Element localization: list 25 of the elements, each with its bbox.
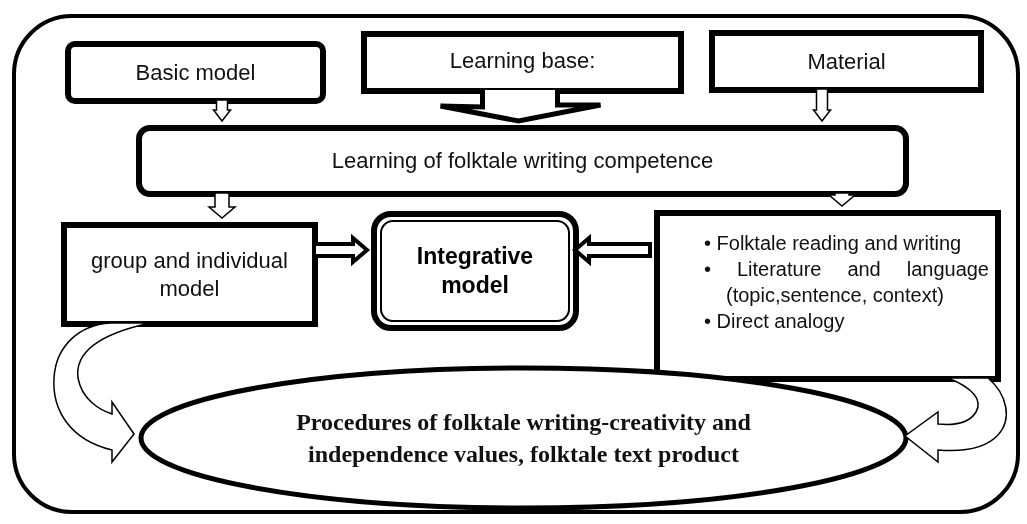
bullet-item: • Direct analogy	[704, 309, 846, 334]
box-label: Basic model	[135, 58, 256, 87]
bullet-list-box	[654, 210, 1001, 382]
process-box	[709, 30, 984, 93]
process-box	[65, 41, 326, 104]
block-arrow	[206, 192, 238, 219]
ellipse-node	[138, 365, 909, 511]
box-label: Integrative model	[415, 242, 535, 300]
box-label: Learning base:	[448, 47, 597, 75]
box-label: Learning of folktale writing competence	[331, 147, 714, 175]
block-arrow	[571, 233, 652, 267]
box-label: Material	[806, 47, 887, 76]
ellipse-label: Procedures of folktale writing-creativity and independence values, folktale text product	[295, 407, 752, 469]
box-label: group and individual model	[90, 247, 289, 302]
callout-box	[361, 31, 684, 94]
process-box	[136, 125, 909, 197]
bullet-item: • Folktale reading and writing	[704, 231, 963, 256]
process-box	[61, 222, 318, 327]
block-arrow	[211, 99, 233, 123]
block-arrow	[811, 88, 833, 123]
callout-pointer	[438, 87, 603, 124]
curved-arrow	[904, 377, 1007, 463]
double-border-box	[371, 211, 579, 331]
bullet-item: • Literature and language (topic,sentence, context)	[704, 257, 989, 308]
frame-box	[12, 14, 1020, 514]
